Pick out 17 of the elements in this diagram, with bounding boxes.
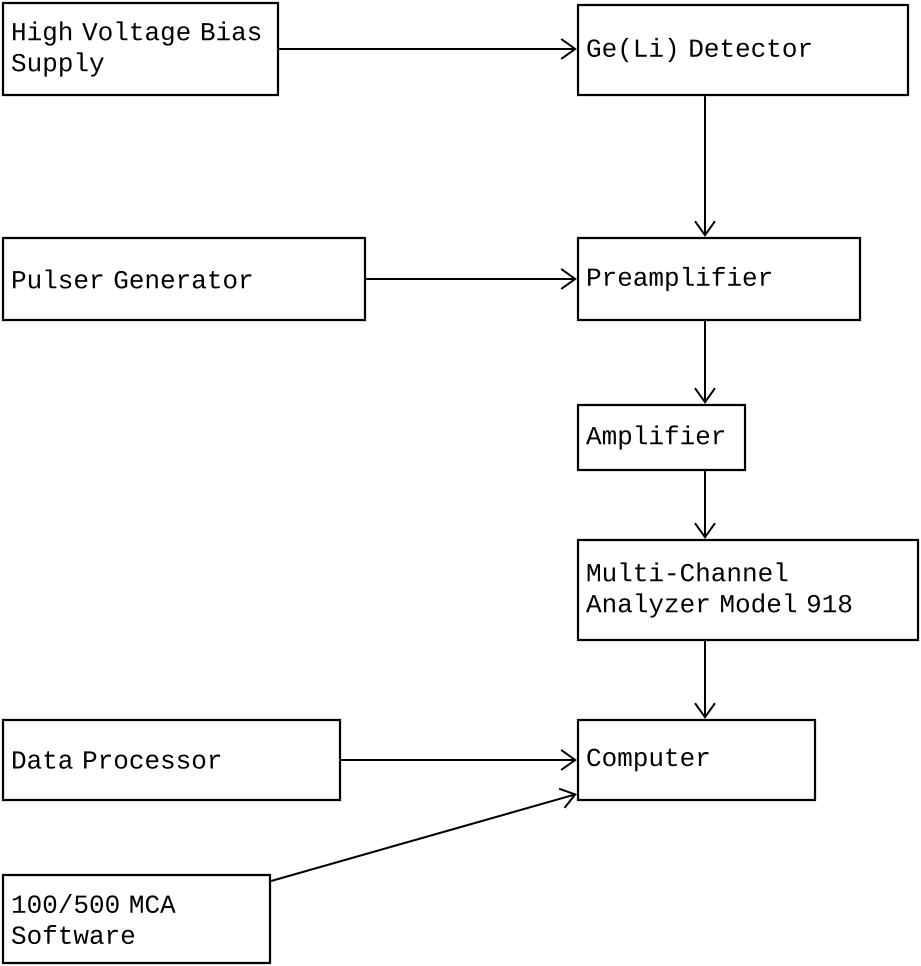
process-box: Pulser Generator	[2, 236, 366, 322]
process-box: High Voltage Bias Supply	[2, 2, 280, 96]
process-box: Multi-Channel Analyzer Model 918	[576, 538, 920, 642]
process-box: Data Processor	[2, 718, 342, 802]
arrow	[694, 321, 716, 404]
arrow	[279, 38, 577, 60]
process-box: Computer	[576, 718, 816, 802]
process-box: Ge(Li) Detector	[576, 4, 910, 96]
process-box: Preamplifier	[576, 236, 862, 322]
arrow	[694, 96, 716, 237]
arrow	[366, 268, 577, 290]
arrow	[694, 641, 716, 719]
arrow	[341, 749, 577, 771]
process-box: Amplifier	[576, 404, 746, 472]
arrow	[270, 788, 577, 882]
arrow	[694, 471, 716, 539]
process-box: 100/500 MCA Software	[2, 874, 272, 964]
